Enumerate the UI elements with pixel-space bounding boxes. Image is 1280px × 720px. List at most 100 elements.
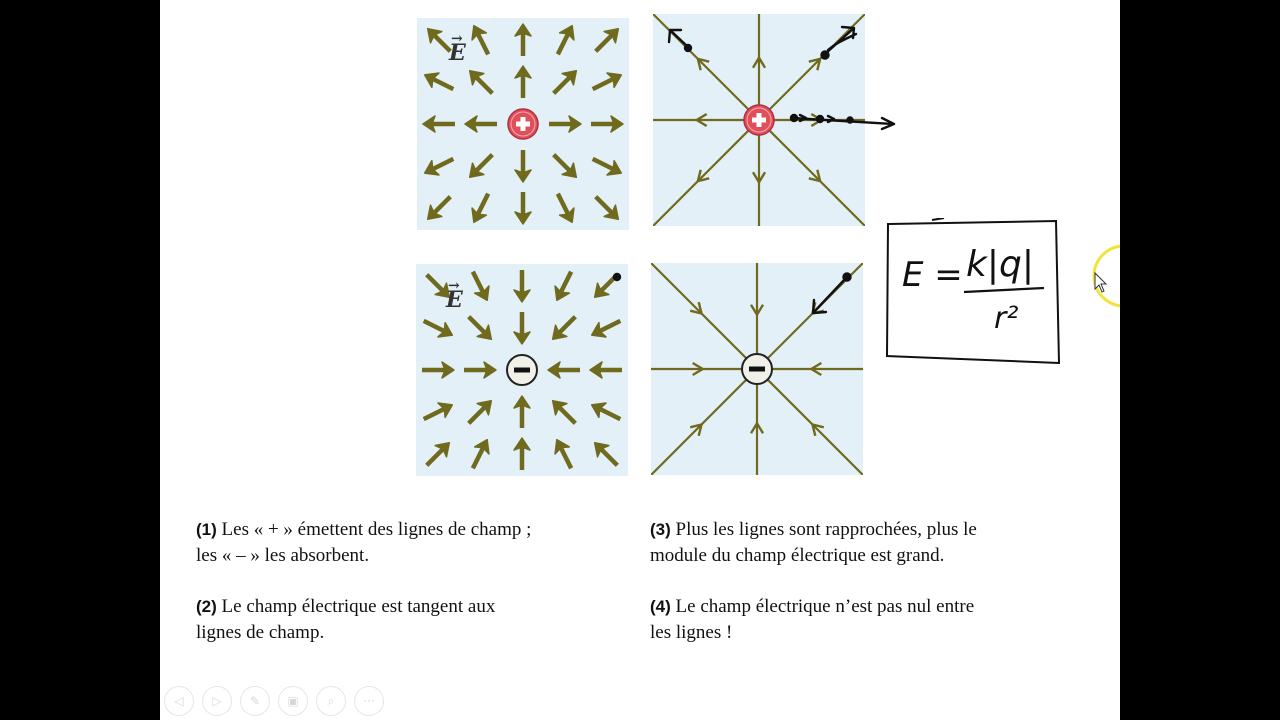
field-line-chevron: [692, 361, 706, 377]
cursor-highlight: [1092, 244, 1120, 308]
field-vector-arrow: [551, 399, 577, 425]
vector-field-positive-panel: [417, 18, 629, 230]
formula-lhs: E =: [902, 255, 963, 295]
field-vector-arrow: [471, 192, 491, 224]
field-line: [758, 119, 865, 226]
field-vector-arrow: [591, 156, 623, 176]
field-vector-arrow: [426, 27, 452, 53]
caption-2-text: Le champ électrique est tangent aux: [221, 596, 496, 617]
field-vector-arrow: [464, 115, 497, 133]
field-symbol-bottom: →E: [446, 278, 463, 313]
negative-charge-icon: [741, 353, 773, 385]
caption-4-number: (4): [650, 597, 671, 616]
field-line: [653, 119, 760, 226]
field-line-chevron: [694, 112, 708, 128]
field-symbol-label: E: [449, 40, 466, 66]
vector-field-positive: [422, 23, 624, 225]
field-vector-arrow: [591, 72, 623, 92]
field-line-chevron: [696, 57, 710, 71]
ink-dot: [846, 116, 854, 124]
ink-arrow-right: [790, 116, 896, 131]
ink-dot: [820, 50, 830, 60]
field-vector-arrow: [470, 438, 490, 470]
field-line-chevron: [808, 169, 822, 183]
field-line-chevron: [751, 171, 767, 185]
field-vector-arrow: [594, 195, 620, 221]
field-vector-arrow: [422, 361, 455, 379]
caption-1-text: Les « + » émettent des lignes de champ ;: [221, 519, 532, 540]
field-vector-arrow: [590, 318, 622, 338]
ink-arrow-downleft: [811, 276, 848, 315]
field-vector-arrow: [554, 270, 574, 302]
formula-numerator: k|q|: [966, 244, 1034, 285]
slide-canvas: →E →E: [160, 0, 1120, 720]
vector-field-negative-panel: [416, 264, 628, 476]
field-line: [651, 263, 758, 370]
fraction-bar: [963, 286, 1045, 294]
more-icon[interactable]: ···: [354, 686, 384, 716]
ink-dot: [612, 272, 622, 282]
caption-2-text-2: lignes de champ.: [196, 622, 325, 643]
ink-dot: [683, 43, 693, 53]
field-vector-arrow: [426, 195, 452, 221]
field-vector-arrow: [422, 318, 454, 338]
field-vector-arrow: [464, 361, 497, 379]
field-line-chevron: [808, 57, 822, 71]
field-vector-arrow: [468, 153, 494, 179]
field-vector-arrow: [423, 156, 455, 176]
field-vector-arrow: [514, 192, 532, 225]
field-symbol-label: E: [446, 287, 463, 313]
field-vector-arrow: [589, 361, 622, 379]
field-vector-arrow: [514, 65, 532, 98]
field-vector-arrow: [468, 69, 494, 95]
negative-charge-icon: [506, 354, 538, 386]
field-vector-arrow: [554, 438, 574, 470]
field-vector-arrow: [513, 437, 531, 470]
caption-4-text: Le champ électrique n’est pas nul entre: [675, 596, 975, 617]
prev-icon[interactable]: ◁: [164, 686, 194, 716]
caption-1-text-2: les « – » les absorbent.: [196, 545, 370, 566]
positive-charge-icon: [507, 108, 539, 140]
caption-3-text-2: module du champ électrique est grand.: [650, 545, 945, 566]
ink-dot: [815, 114, 825, 124]
next-icon[interactable]: ▷: [202, 686, 232, 716]
positive-charge-icon: [743, 104, 775, 136]
field-vector-arrow: [467, 399, 493, 425]
field-line-chevron: [689, 301, 704, 316]
zoom-icon[interactable]: ⌕: [316, 686, 346, 716]
field-line: [651, 368, 758, 475]
caption-4: (4) Le champ électrique n’est pas nul en…: [650, 594, 1090, 646]
field-line-chevron: [749, 304, 765, 318]
caption-2: (2) Le champ électrique est tangent aux …: [196, 594, 636, 646]
field-line-chevron: [810, 422, 825, 437]
field-line-chevron: [696, 169, 710, 183]
formula-denominator: r²: [994, 301, 1018, 336]
field-lines-positive: [653, 14, 865, 226]
field-vector-arrow: [422, 402, 454, 422]
pen-icon[interactable]: ✎: [240, 686, 270, 716]
field-vector-arrow: [425, 441, 451, 467]
field-vector-arrow: [547, 361, 580, 379]
field-line-chevron: [751, 55, 767, 69]
field-vector-arrow: [591, 115, 624, 133]
field-line-chevron: [749, 420, 765, 434]
ink-arrow-upleft: [667, 28, 690, 49]
ink-dot: [789, 113, 799, 123]
presentation-toolbar: ◁ ▷ ✎ ▣ ⌕ ···: [164, 686, 384, 716]
field-vector-arrow: [551, 315, 577, 341]
field-vector-arrow: [422, 115, 455, 133]
caption-4-text-2: les lignes !: [650, 622, 733, 643]
caption-2-number: (2): [196, 597, 217, 616]
caption-3-number: (3): [650, 520, 671, 539]
formula-box: E = k|q| r²: [885, 218, 1061, 364]
field-vector-arrow: [552, 153, 578, 179]
field-vector-arrow: [513, 395, 531, 428]
field-vector-arrow: [594, 27, 620, 53]
slides-icon[interactable]: ▣: [278, 686, 308, 716]
field-line-chevron: [689, 422, 704, 437]
field-vector-arrow: [552, 69, 578, 95]
field-vector-arrow: [425, 273, 451, 299]
field-vector-arrow: [471, 24, 491, 56]
ink-dot: [842, 272, 852, 282]
field-vector-arrow: [467, 315, 493, 341]
